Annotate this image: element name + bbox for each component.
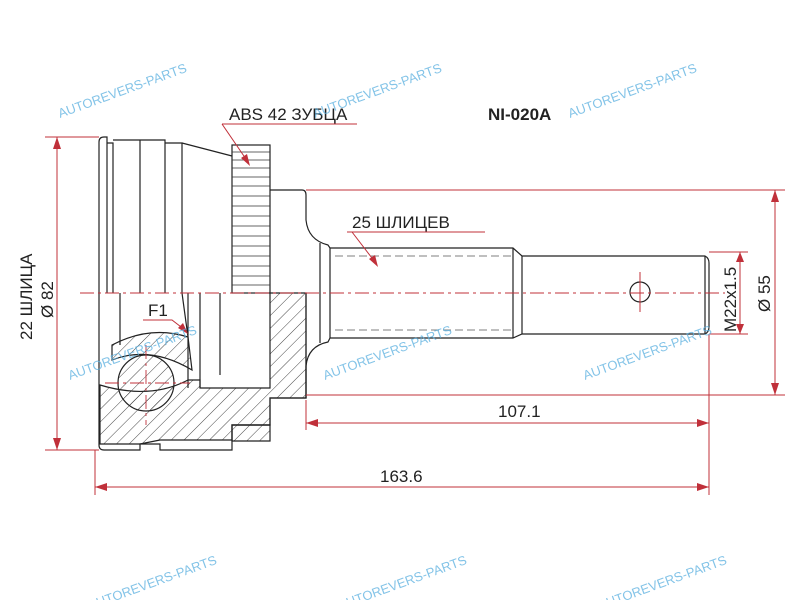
outer-diameter-label: Ø 82 [38, 281, 57, 318]
seal-diameter-label: Ø 55 [755, 275, 774, 312]
shaft-splines-label: 25 ШЛИЦЕВ [352, 213, 450, 232]
dimension-lines [45, 123, 785, 495]
abs-teeth-label: ABS 42 ЗУБЦА [229, 105, 348, 124]
watermark: AUTOREVERS-PARTS [321, 322, 454, 383]
watermark: AUTOREVERS-PARTS [311, 60, 444, 121]
watermark: AUTOREVERS-PARTS [56, 60, 189, 121]
watermarks: AUTOREVERS-PARTS AUTOREVERS-PARTS AUTORE… [56, 60, 729, 600]
thread-label: M22x1.5 [721, 267, 740, 332]
part-number: NI-020A [488, 105, 551, 124]
watermark: AUTOREVERS-PARTS [86, 552, 219, 600]
length-total-label: 163.6 [380, 467, 423, 486]
outer-housing [98, 136, 307, 451]
abs-ring [231, 144, 271, 294]
watermark: AUTOREVERS-PARTS [566, 60, 699, 121]
f1-label: F1 [148, 301, 168, 320]
watermark: AUTOREVERS-PARTS [336, 552, 469, 600]
watermark: AUTOREVERS-PARTS [581, 322, 714, 383]
length-shaft-label: 107.1 [498, 402, 541, 421]
watermark: AUTOREVERS-PARTS [596, 552, 729, 600]
housing-splines-label: 22 ШЛИЦА [17, 253, 36, 340]
